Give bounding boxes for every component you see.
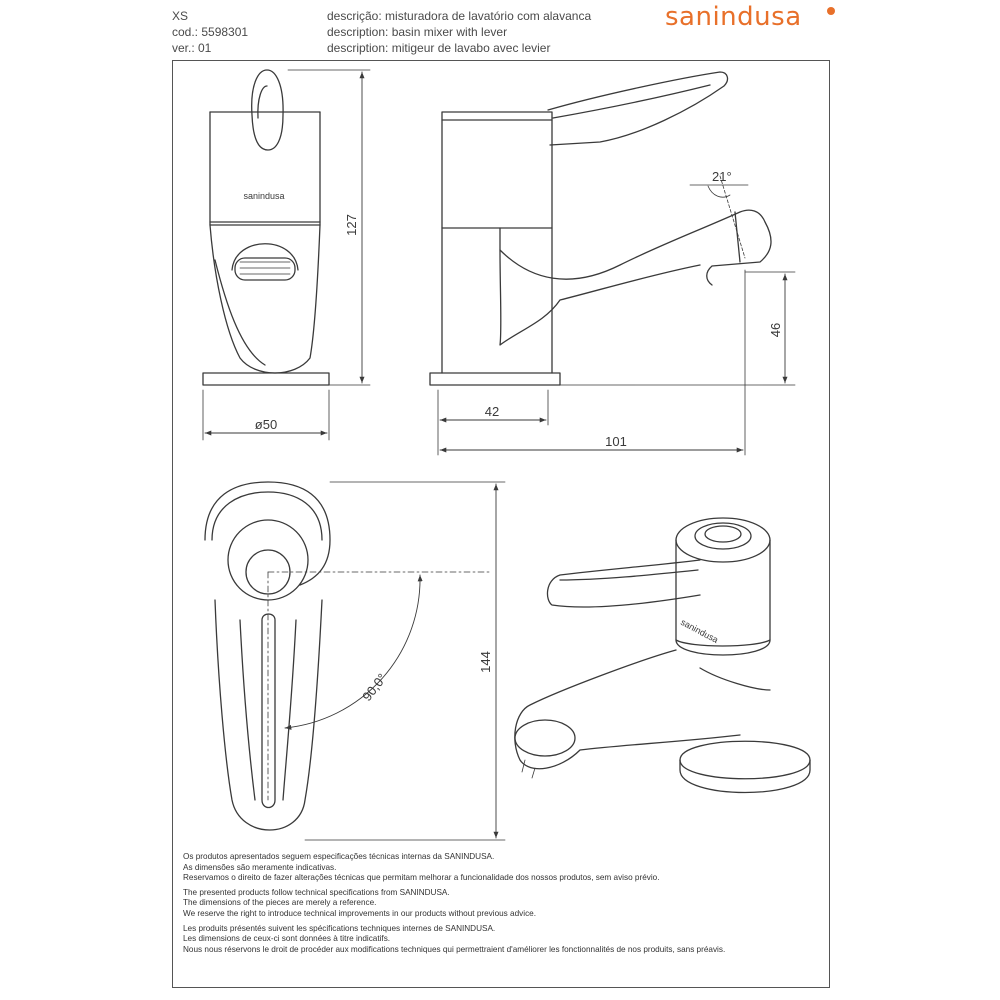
reach-dimension: 101 [605,434,627,449]
front-view: sanindusa 127 ø50 [202,69,371,441]
description-en: description: basin mixer with lever [327,25,508,39]
disclaimer-notes: Os produtos apresentados seguem especifi… [183,852,725,959]
logo-text: sanindusa [665,2,802,32]
notes-en: The presented products follow technical … [183,888,725,920]
note-line: Nous nous réservons le droit de procéder… [183,944,726,954]
perspective-brand-mark: sanindusa [679,617,720,645]
side-view: 21° 46 42 101 [429,71,796,456]
top-view: 90,0° 144 [204,481,506,841]
spout-height-dimension: 46 [768,323,783,337]
notes-pt: Os produtos apresentados seguem especifi… [183,852,725,884]
product-code: cod.: 5598301 [172,25,249,39]
note-line: Os produtos apresentados seguem especifi… [183,852,495,861]
note-line: Les dimensions de ceux-ci sont données à… [183,934,391,944]
perspective-view: sanindusa [514,517,811,794]
product-identification: XS cod.: 5598301 ver.: 01 [172,8,248,56]
height-dimension: 127 [344,214,359,236]
note-line: The dimensions of the pieces are merely … [183,898,377,908]
notes-fr: Les produits présentés suivent les spéci… [183,924,725,956]
note-line: We reserve the right to introduce techni… [183,908,536,918]
drawing-frame [172,60,830,988]
product-version: ver.: 01 [172,41,212,55]
sanindusa-logo: sanindusa [665,2,835,32]
base-width-dimension: 42 [485,404,499,419]
logo-dot-icon [827,7,835,15]
diameter-dimension: ø50 [255,417,277,432]
note-line: The presented products follow technical … [183,887,450,897]
note-line: Reservamos o direito de fazer alterações… [183,873,660,883]
note-line: As dimensões são meramente indicativas. [183,862,337,872]
length-dimension: 144 [478,651,493,673]
description-pt: descrição: misturadora de lavatório com … [327,9,592,23]
product-description: descrição: misturadora de lavatório com … [327,8,591,56]
lever-angle-dimension: 21° [712,169,732,184]
front-brand-mark: sanindusa [243,191,284,201]
description-fr: description: mitigeur de lavabo avec lev… [327,41,551,55]
note-line: Les produits présentés suivent les spéci… [183,923,496,933]
model-name: XS [172,9,189,23]
